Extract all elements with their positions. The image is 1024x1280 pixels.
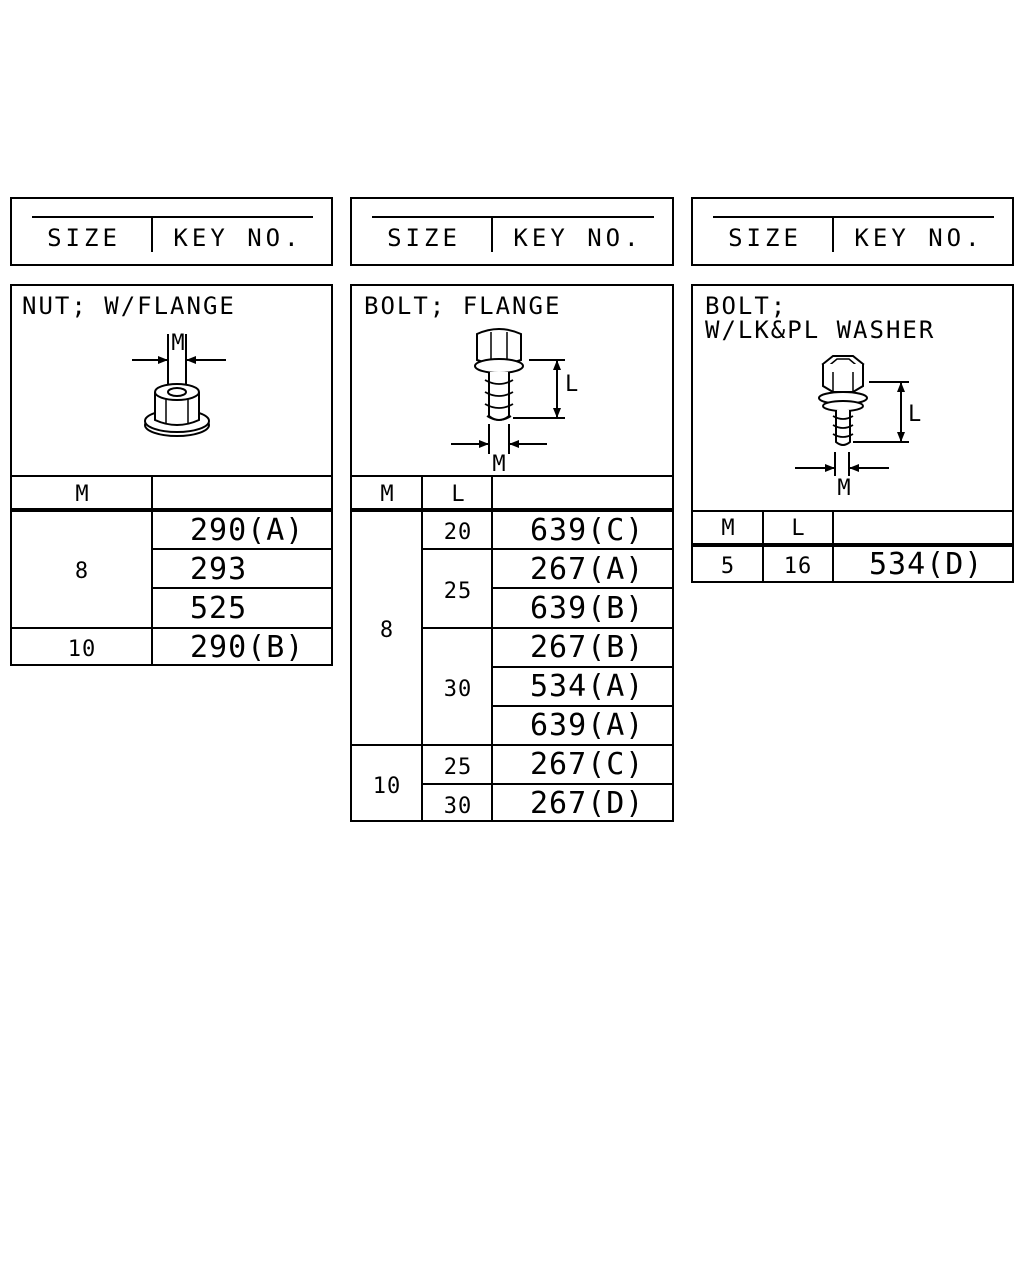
nut-key-no: 290(A) (190, 513, 305, 548)
nut-row-line (151, 548, 331, 550)
bolt-flange-key-no: 639(B) (530, 591, 645, 626)
bolt-flange-m-value: 10 (372, 774, 402, 799)
nut-header-bottom (12, 508, 331, 512)
bolt-washer-title-line1: BOLT; (705, 292, 788, 320)
bolt-flange-row-line (421, 783, 672, 785)
bolt-flange-key-no: 534(A) (530, 669, 645, 704)
nut-group-line (12, 627, 331, 629)
bolt-flange-key-no: 267(A) (530, 552, 645, 587)
nut-col-m: M (75, 482, 89, 507)
bolt-flange-l-value: 25 (443, 755, 473, 780)
size-key-legend-3: SIZE KEY NO. (691, 197, 1014, 266)
bolt-flange-drawing (451, 328, 565, 454)
nut-dim-m-label: M (171, 331, 185, 356)
bolt-flange-col-divider (491, 475, 493, 820)
bolt-flange-row-line (421, 548, 672, 550)
bolt-washer-col-l: L (791, 516, 805, 541)
size-key-legend-1: SIZE KEY NO. (10, 197, 333, 266)
nut-m-value: 8 (74, 559, 90, 584)
nut-row-line (151, 587, 331, 589)
legend-divider (491, 216, 493, 252)
bolt-flange-row-line (421, 627, 672, 629)
nut-flange-drawing (132, 334, 226, 437)
nut-title: NUT; W/FLANGE (22, 292, 236, 320)
nut-key-no: 290(B) (190, 630, 305, 665)
nut-col-divider (151, 475, 153, 664)
size-key-legend-2: SIZE KEY NO. (350, 197, 674, 266)
key-no-label: KEY NO. (173, 224, 303, 252)
nut-flange-panel: NUT; W/FLANGE M M 8 290(A) 293 525 10 29… (10, 284, 333, 666)
size-label: SIZE (387, 224, 461, 252)
legend-rule (713, 216, 994, 218)
bolt-flange-key-no: 267(D) (530, 786, 645, 821)
bolt-washer-header-top (693, 510, 1012, 512)
legend-divider (832, 216, 834, 252)
bolt-flange-dim-m-label: M (492, 452, 506, 477)
size-label: SIZE (728, 224, 802, 252)
bolt-washer-col-divider (762, 510, 764, 581)
bolt-washer-dim-m-label: M (837, 476, 851, 501)
bolt-flange-col-l: L (451, 482, 465, 507)
bolt-washer-header-bottom (693, 543, 1012, 547)
bolt-flange-panel: BOLT; FLANGE L M M L (350, 284, 674, 822)
bolt-washer-col-m: M (721, 516, 735, 541)
bolt-flange-header-bottom (352, 508, 672, 512)
bolt-washer-panel: BOLT; W/LK&PL WASHER L M M L (691, 284, 1014, 583)
bolt-washer-title-line2: W/LK&PL WASHER (705, 316, 936, 344)
bolt-flange-title: BOLT; FLANGE (364, 292, 562, 320)
bolt-flange-l-value: 30 (443, 677, 473, 702)
bolt-washer-key-no: 534(D) (869, 547, 984, 582)
bolt-flange-row-line (491, 666, 672, 668)
nut-header-top (12, 475, 331, 477)
bolt-flange-header-top (352, 475, 672, 477)
key-no-label: KEY NO. (513, 224, 643, 252)
bolt-flange-l-value: 30 (443, 794, 473, 819)
legend-divider (151, 216, 153, 252)
bolt-flange-col-divider (421, 475, 423, 820)
bolt-washer-dim-l-label: L (908, 402, 922, 427)
legend-rule (372, 216, 654, 218)
bolt-flange-key-no: 267(C) (530, 747, 645, 782)
size-label: SIZE (47, 224, 121, 252)
bolt-flange-l-value: 20 (443, 520, 473, 545)
bolt-flange-l-value: 25 (443, 579, 473, 604)
legend-rule (32, 216, 313, 218)
bolt-washer-col-divider (832, 510, 834, 581)
bolt-flange-key-no: 267(B) (530, 630, 645, 665)
nut-key-no: 293 (190, 552, 248, 587)
bolt-washer-l-value: 16 (783, 554, 813, 579)
bolt-washer-m-value: 5 (720, 554, 736, 579)
bolt-washer-drawing (795, 355, 909, 476)
bolt-flange-dim-l-label: L (565, 372, 579, 397)
bolt-flange-row-line (491, 587, 672, 589)
nut-key-no: 525 (190, 591, 248, 626)
key-no-label: KEY NO. (854, 224, 984, 252)
bolt-flange-group-line (352, 744, 672, 746)
bolt-flange-row-line (491, 705, 672, 707)
nut-m-value: 10 (67, 637, 97, 662)
bolt-flange-key-no: 639(C) (530, 513, 645, 548)
bolt-flange-col-m: M (380, 482, 394, 507)
bolt-flange-m-value: 8 (379, 618, 395, 643)
bolt-flange-key-no: 639(A) (530, 708, 645, 743)
